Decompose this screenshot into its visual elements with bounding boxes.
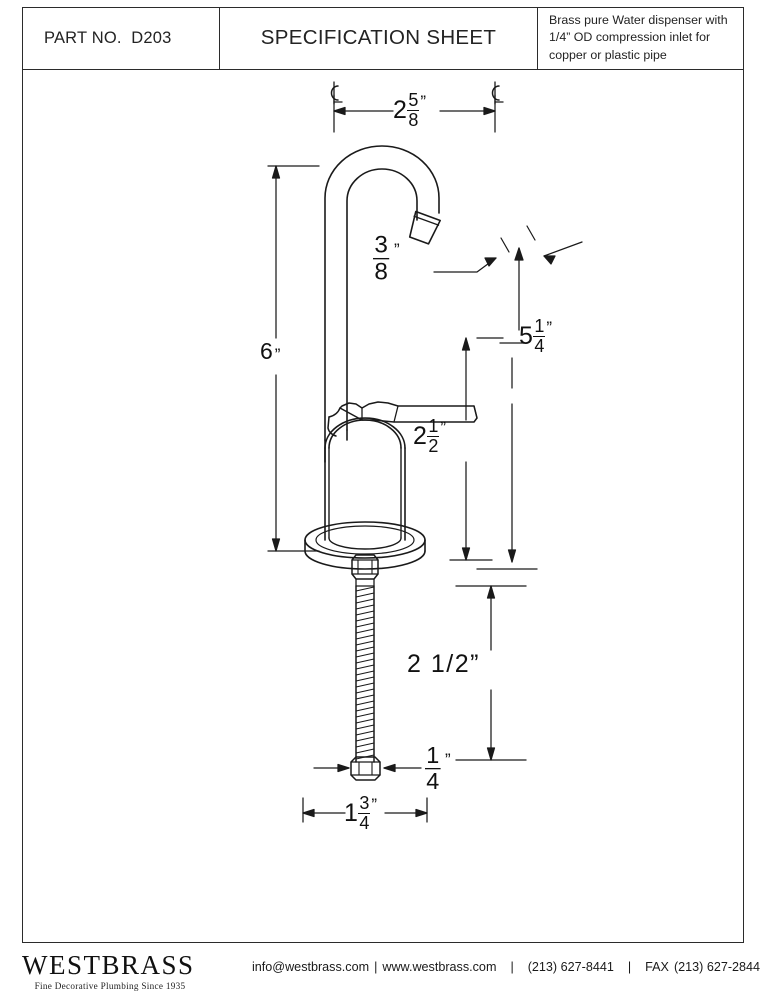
brand-tagline: Fine Decorative Plumbing Since 1935 bbox=[34, 981, 186, 991]
dimension-shank-length: 2 1/2” bbox=[407, 650, 480, 679]
faucet-outline bbox=[304, 145, 478, 570]
dimension-shank-length-value: 2 1/2” bbox=[407, 650, 480, 678]
dimension-spout-height-denominator: 4 bbox=[533, 335, 546, 356]
dimension-base-diameter: 1 3 4 ” bbox=[344, 793, 378, 833]
footer-separator-2: | bbox=[510, 960, 514, 974]
dimension-handle-clearance-unit: ” bbox=[440, 418, 447, 437]
product-description-cell: Brass pure Water dispenser with 1/4” OD … bbox=[538, 7, 744, 69]
footer-contact: info@westbrass.com | www.westbrass.com |… bbox=[252, 960, 760, 974]
dimension-handle-clearance-whole: 2 bbox=[413, 421, 427, 450]
technical-drawing: 2 5 8 ” 3 8 ” 6” 5 1 4 ” bbox=[22, 70, 744, 943]
product-description: Brass pure Water dispenser with 1/4” OD … bbox=[549, 13, 728, 62]
dimension-nut-height-denominator: 4 bbox=[425, 767, 441, 794]
dimension-base-diameter-whole: 1 bbox=[344, 798, 358, 827]
sheet-title-cell: SPECIFICATION SHEET bbox=[220, 7, 538, 69]
dimension-spout-height: 5 1 4 ” bbox=[519, 316, 553, 356]
dimension-spout-height-unit: ” bbox=[546, 318, 553, 337]
dimension-base-diameter-denominator: 4 bbox=[358, 812, 371, 833]
threaded-shank bbox=[350, 554, 381, 781]
dimension-nut-height-numerator: 1 bbox=[426, 741, 440, 768]
dimension-nut-height-unit: ” bbox=[445, 750, 451, 769]
dimension-lines bbox=[267, 94, 583, 823]
brand-logo: WESTBRASS Fine Decorative Plumbing Since… bbox=[22, 952, 222, 991]
footer-email[interactable]: info@westbrass.com bbox=[252, 960, 370, 974]
part-number-label: PART NO. D203 bbox=[44, 28, 172, 47]
dimension-base-diameter-numerator: 3 bbox=[359, 793, 370, 813]
footer-separator-1: | bbox=[374, 960, 378, 974]
dimension-outlet-diameter-denominator: 8 bbox=[373, 257, 390, 285]
dimension-handle-clearance: 2 1 2 ” bbox=[413, 416, 447, 456]
dimension-handle-clearance-numerator: 1 bbox=[428, 416, 439, 436]
dimension-outlet-diameter-numerator: 3 bbox=[374, 230, 388, 258]
dimension-spout-height-whole: 5 bbox=[519, 321, 533, 350]
centerline-symbols bbox=[330, 81, 504, 105]
sheet-title: SPECIFICATION SHEET bbox=[260, 26, 497, 49]
dimension-overall-height: 6” bbox=[260, 338, 281, 365]
footer-fax-label: FAX bbox=[645, 960, 669, 974]
footer-fax: (213) 627-2844 bbox=[673, 960, 761, 974]
dimension-nut-height: 1 4 ” bbox=[424, 744, 451, 792]
dimension-spout-reach-numerator: 5 bbox=[408, 90, 419, 110]
dimension-overall-height-unit: ” bbox=[274, 345, 282, 364]
footer-phone: (213) 627-8441 bbox=[527, 960, 614, 974]
dimension-base-diameter-unit: ” bbox=[371, 795, 378, 814]
dimension-spout-height-numerator: 1 bbox=[534, 316, 545, 336]
dimension-overall-height-value: 6 bbox=[260, 338, 274, 364]
dimension-outlet-diameter: 3 8 ” bbox=[372, 233, 400, 283]
dimension-spout-reach-denominator: 8 bbox=[407, 109, 420, 130]
sheet-border bbox=[22, 7, 744, 943]
footer-website[interactable]: www.westbrass.com bbox=[382, 960, 497, 974]
dimension-spout-reach-whole: 2 bbox=[393, 95, 407, 124]
faucet-drawing-svg bbox=[267, 81, 583, 823]
dimension-outlet-diameter-unit: ” bbox=[394, 240, 400, 259]
dimension-spout-reach: 2 5 8 ” bbox=[393, 90, 427, 130]
part-number-cell: PART NO. D203 bbox=[22, 7, 220, 69]
footer-separator-3: | bbox=[627, 960, 632, 974]
brand-name: WESTBRASS bbox=[22, 950, 195, 980]
dimension-spout-reach-unit: ” bbox=[420, 92, 427, 111]
dimension-handle-clearance-denominator: 2 bbox=[427, 435, 440, 456]
title-block: PART NO. D203 SPECIFICATION SHEET Brass … bbox=[22, 7, 744, 70]
page-footer: WESTBRASS Fine Decorative Plumbing Since… bbox=[0, 948, 768, 991]
